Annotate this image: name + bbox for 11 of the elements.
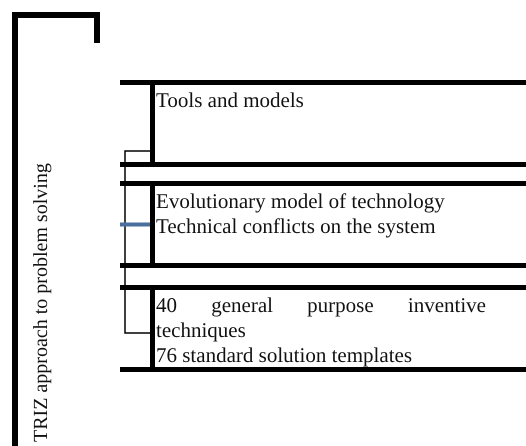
- item-text: Technical conflicts on the system: [156, 214, 437, 239]
- section-band: [120, 285, 526, 372]
- item-text: Tools and models: [156, 88, 305, 113]
- item-text: 76 standard solution templates: [156, 343, 414, 368]
- rotated-title: TRIZ approach to problem solving: [30, 163, 53, 442]
- connector-line: [120, 222, 150, 226]
- item-text: Evolutionary model of technology: [156, 189, 446, 214]
- section-band: [120, 181, 526, 268]
- bracket: [122, 150, 150, 334]
- item-text: 40 general purpose inventive techniques: [156, 293, 486, 343]
- section-band: [120, 80, 526, 167]
